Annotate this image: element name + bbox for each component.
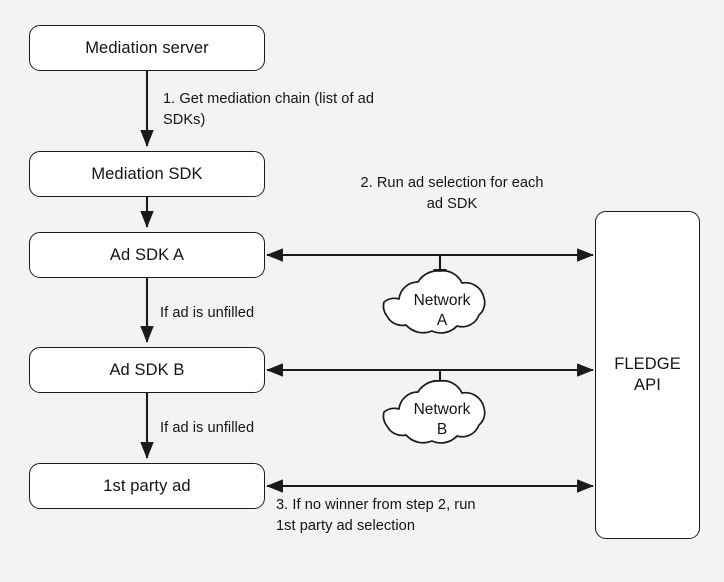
cloud-network-a [382, 269, 486, 334]
node-fledge-api[interactable]: FLEDGE API [595, 211, 700, 539]
node-mediation-server[interactable]: Mediation server [29, 25, 265, 71]
node-ad-sdk-b[interactable]: Ad SDK B [29, 347, 265, 393]
annotation-step-3: 3. If no winner from step 2, run 1st par… [276, 497, 476, 534]
annotation-step-2: 2. Run ad selection for each ad SDK [360, 175, 544, 212]
node-fledge-api-label: FLEDGE API [614, 355, 681, 394]
node-ad-sdk-b-label: Ad SDK B [109, 360, 185, 379]
node-ad-sdk-a-label: Ad SDK A [109, 245, 185, 264]
node-first-party-ad[interactable]: 1st party ad [29, 463, 265, 509]
cloud-network-b [382, 379, 486, 444]
annotation-if-ad-is-unfilled-b: If ad is unfilled [160, 420, 255, 436]
node-mediation-sdk-label: Mediation SDK [91, 164, 203, 183]
node-mediation-sdk[interactable]: Mediation SDK [29, 151, 265, 197]
annotation-if-ad-is-unfilled-a: If ad is unfilled [160, 305, 255, 321]
node-first-party-ad-label: 1st party ad [103, 476, 191, 495]
annotation-step-1: 1. Get mediation chain (list of ad SDKs) [163, 91, 374, 128]
node-mediation-server-label: Mediation server [85, 38, 209, 57]
node-ad-sdk-a[interactable]: Ad SDK A [29, 232, 265, 278]
